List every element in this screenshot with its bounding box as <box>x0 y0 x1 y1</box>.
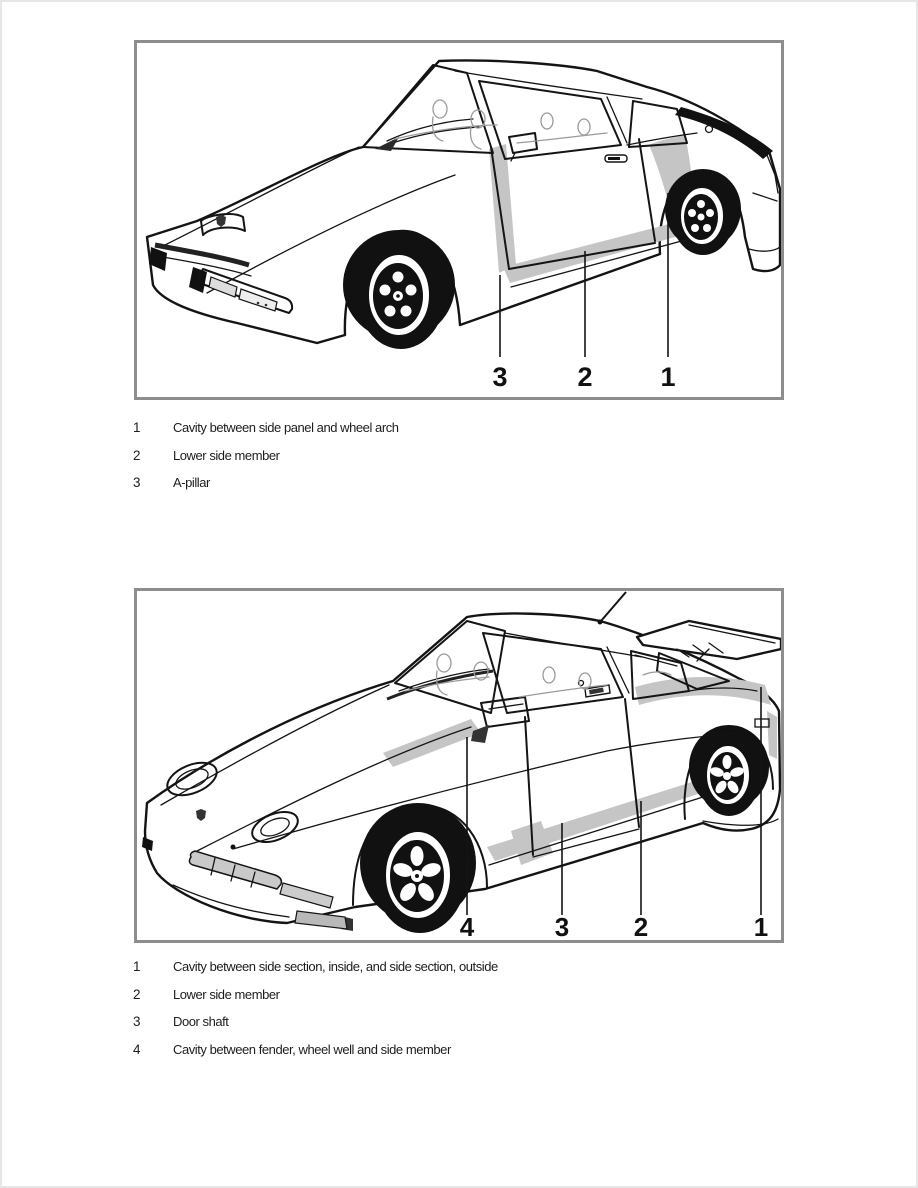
car-928-illustration: 4 3 2 1 <box>142 591 781 940</box>
rear-wing <box>635 619 781 661</box>
legend-item: 4 Cavity between fender, wheel well and … <box>133 1042 733 1070</box>
interior-sketch <box>394 99 608 150</box>
legend-item: 1 Cavity between side panel and wheel ar… <box>133 420 733 448</box>
body-details <box>154 64 781 314</box>
legend-number: 2 <box>133 986 141 1002</box>
door-window <box>478 80 622 160</box>
callout-number: 2 <box>634 912 648 940</box>
legend-label: Lower side member <box>173 447 280 463</box>
porsche-crest <box>216 215 226 227</box>
rear-spoiler-trim <box>675 107 773 159</box>
highlight-cowl <box>383 719 481 767</box>
legend-item: 3 A-pillar <box>133 475 733 503</box>
legend-number: 3 <box>133 475 141 490</box>
legend-item: 3 Door shaft <box>133 1014 733 1042</box>
callout-number: 4 <box>460 912 475 940</box>
legend-label: Cavity between fender, wheel well and si… <box>173 1041 451 1057</box>
door-lock <box>577 679 585 687</box>
legend-fig2: 1 Cavity between side section, inside, a… <box>133 959 733 1069</box>
side-marker <box>754 718 770 728</box>
legend-label: Lower side member <box>173 986 280 1002</box>
legend-number: 1 <box>133 420 141 435</box>
headlight-right <box>251 810 299 844</box>
highlight-rear-quarter <box>635 676 771 705</box>
legend-number: 3 <box>133 1014 141 1029</box>
figure-panel-928: 4 3 2 1 <box>134 588 784 943</box>
legend-number: 4 <box>133 1041 141 1057</box>
wiper <box>386 669 494 701</box>
callout-number: 1 <box>660 362 675 392</box>
interior-sketch <box>404 653 672 698</box>
legend-label: Cavity between side panel and wheel arch <box>173 420 399 435</box>
antenna <box>600 591 627 622</box>
legend-label: A-pillar <box>173 475 210 490</box>
callouts: 3 2 1 <box>492 193 676 392</box>
front-wheel-slots <box>393 846 441 901</box>
legend-number: 1 <box>133 959 141 974</box>
wheels-and-trim <box>142 725 774 933</box>
legend-fig1: 1 Cavity between side panel and wheel ar… <box>133 420 733 503</box>
wiper <box>375 137 399 151</box>
callouts: 4 3 2 1 <box>460 687 768 940</box>
side-mirror <box>508 132 538 154</box>
callout-number: 3 <box>555 912 569 940</box>
headlight-left <box>166 761 218 797</box>
body-details <box>160 620 779 930</box>
porsche-crest <box>196 809 206 821</box>
car-924-illustration: 3 2 1 <box>145 59 781 392</box>
highlight-sill <box>503 221 686 283</box>
highlight-sill <box>487 781 701 861</box>
front-bumper <box>198 268 294 314</box>
windshield <box>394 620 506 714</box>
popup-headlight <box>200 213 246 236</box>
front-grille-band <box>188 850 283 890</box>
legend-item: 1 Cavity between side section, inside, a… <box>133 959 733 987</box>
callout-number: 1 <box>754 912 768 940</box>
legend-item: 2 Lower side member <box>133 987 733 1015</box>
rear-wheel-holes <box>688 200 714 232</box>
side-mirror <box>480 696 530 728</box>
legend-item: 2 Lower side member <box>133 448 733 476</box>
turn-signal-lens <box>279 882 334 909</box>
door-window <box>482 632 624 714</box>
callout-number: 3 <box>492 362 507 392</box>
hatch-side-window <box>656 652 730 690</box>
callout-number: 2 <box>577 362 592 392</box>
front-skirt <box>294 910 348 930</box>
quarter-window <box>628 100 688 148</box>
figure-panel-924: 3 2 1 <box>134 40 784 400</box>
fuel-cap <box>704 124 714 134</box>
legend-number: 2 <box>133 447 141 463</box>
legend-label: Door shaft <box>173 1014 229 1029</box>
wheels-and-trim <box>149 107 773 349</box>
legend-label: Cavity between side section, inside, and… <box>173 959 498 974</box>
rear-wheel-slots <box>710 755 744 794</box>
